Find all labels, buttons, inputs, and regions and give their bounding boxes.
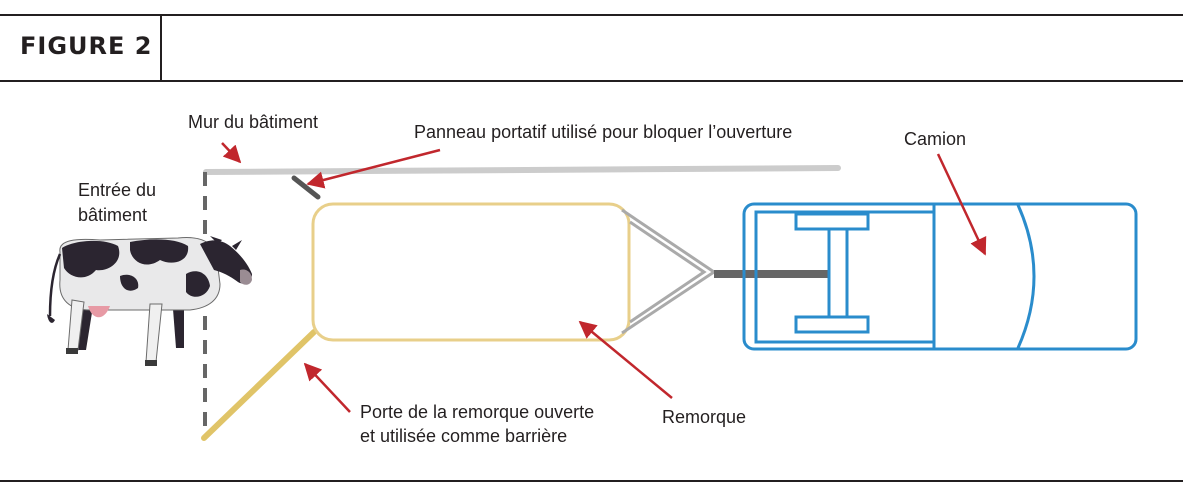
label-trailer: Remorque xyxy=(662,407,747,427)
arrow-trailer-door xyxy=(303,362,351,413)
label-truck: Camion xyxy=(904,129,967,149)
arrow-building-wall xyxy=(221,142,242,164)
trailer-door xyxy=(201,329,317,441)
trailer-hitch xyxy=(621,208,717,335)
bottom-rule xyxy=(0,480,1183,482)
arrow-trailer xyxy=(578,320,673,399)
label-building-entrance-2: bâtiment xyxy=(78,205,148,225)
label-trailer-door-1: Porte de la remorque ouverte xyxy=(360,402,595,422)
header-rule xyxy=(0,80,1183,82)
building-wall xyxy=(203,165,841,175)
portable-panel xyxy=(291,175,321,200)
label-trailer-door-2: et utilisée comme barrière xyxy=(360,426,568,446)
arrow-portable-panel xyxy=(306,148,441,189)
top-rule xyxy=(0,14,1183,16)
figure-title: FIGURE 2 xyxy=(20,32,153,60)
label-building-entrance-1: Entrée du xyxy=(78,180,157,200)
truck xyxy=(742,202,1138,351)
cow-icon xyxy=(47,236,252,366)
label-portable-panel: Panneau portatif utilisé pour bloquer l’… xyxy=(414,122,793,142)
trailer-body xyxy=(311,202,631,342)
header-separator xyxy=(160,14,162,82)
label-building-wall: Mur du bâtiment xyxy=(188,112,319,132)
arrow-truck xyxy=(936,153,987,256)
